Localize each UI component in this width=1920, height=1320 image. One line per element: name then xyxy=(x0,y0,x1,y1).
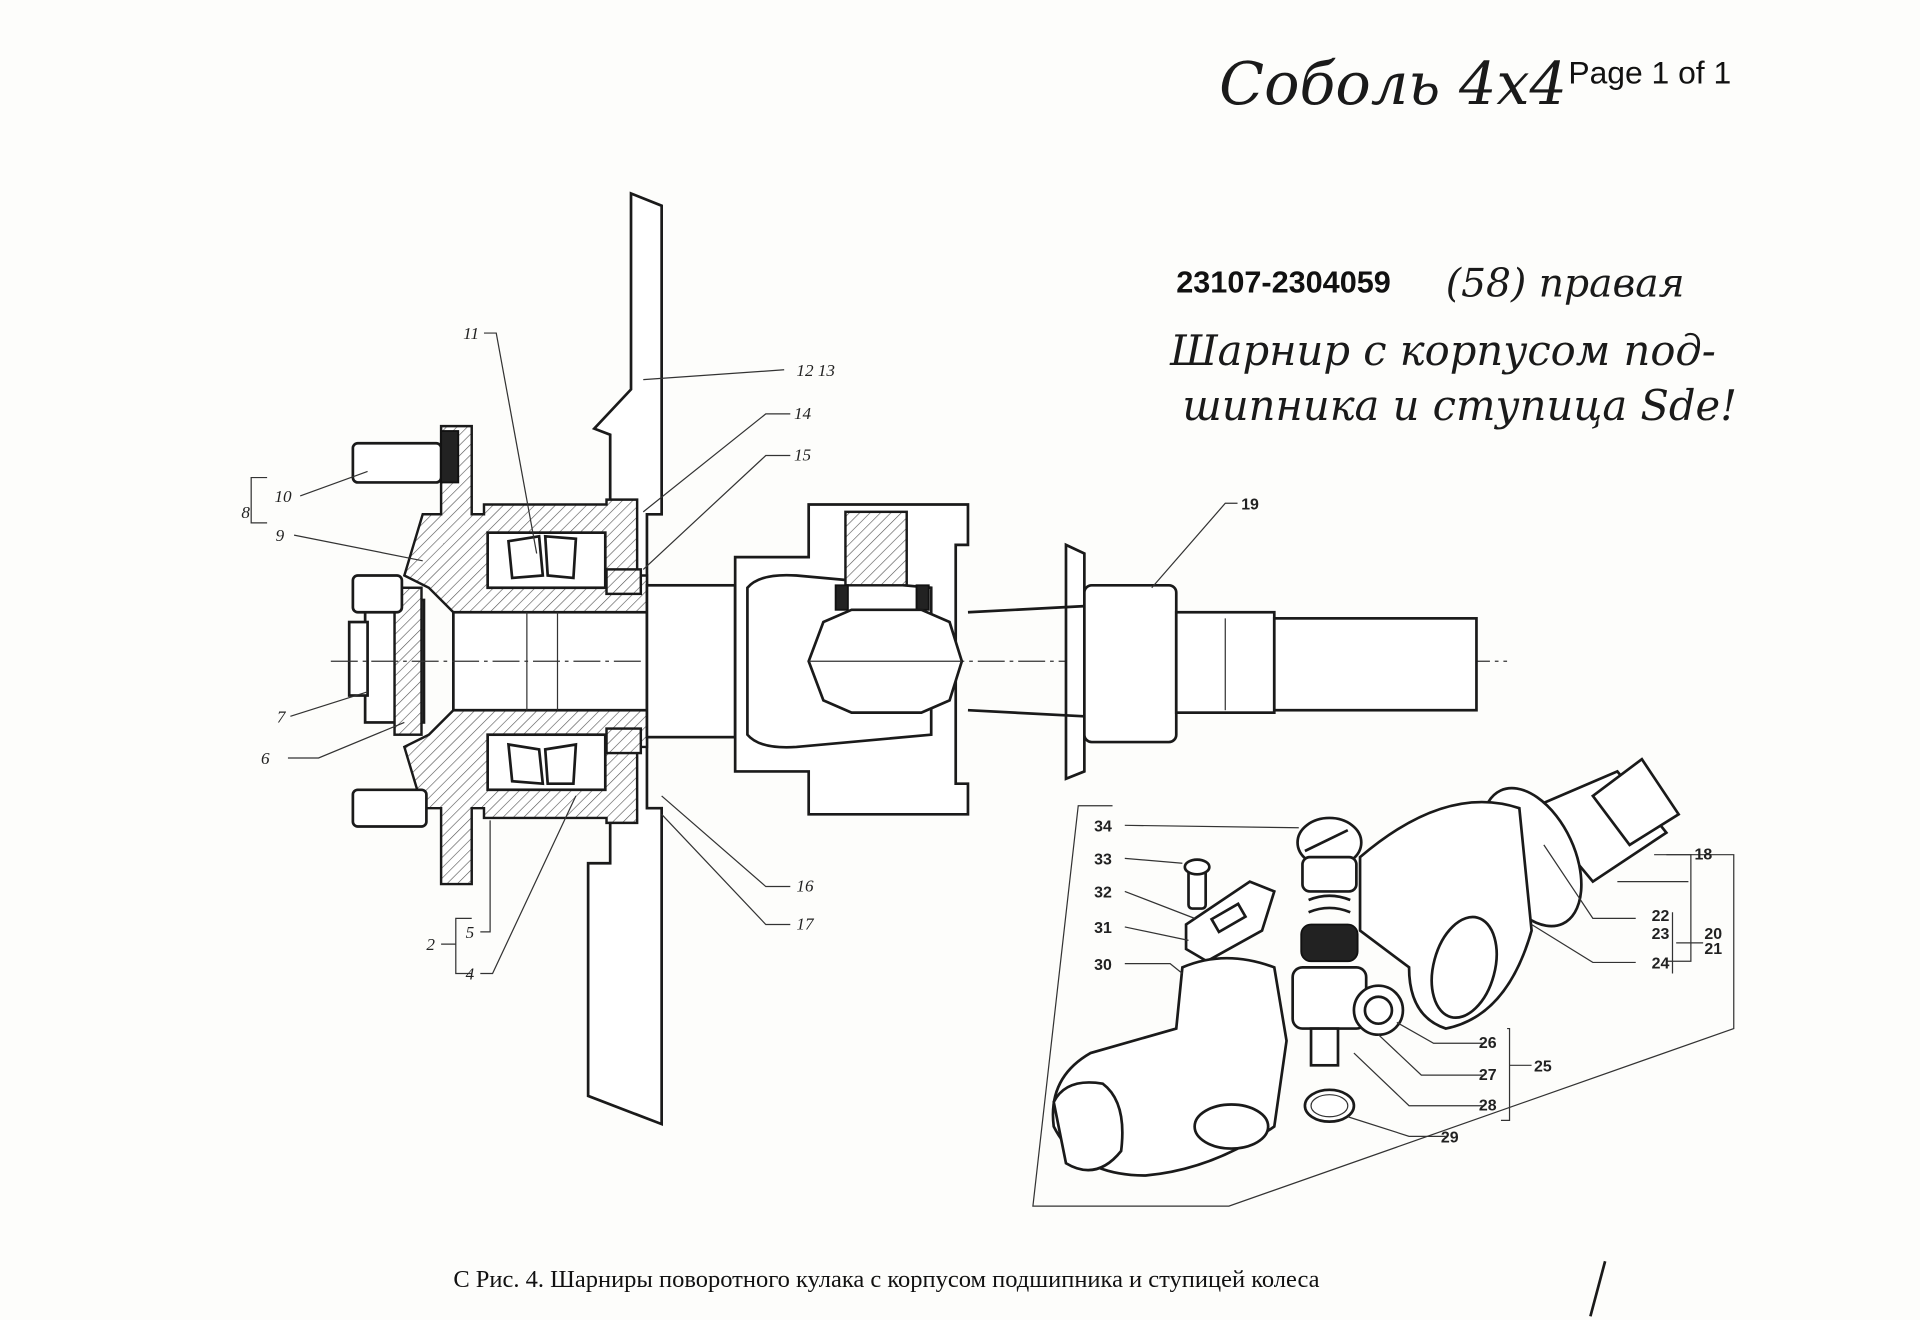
needle-bearing-cup xyxy=(844,510,908,587)
label-8: 8 xyxy=(241,503,250,522)
label-12-13: 12 13 xyxy=(796,361,835,380)
label-26: 26 xyxy=(1479,1035,1497,1052)
label-32: 32 xyxy=(1094,885,1112,902)
knuckle-end xyxy=(1052,1081,1124,1172)
label-21: 21 xyxy=(1704,941,1722,958)
exploded-view-frame xyxy=(1032,805,1735,1207)
label-14: 14 xyxy=(794,404,812,423)
label-19: 19 xyxy=(1241,496,1259,513)
section-view-hub-assembly xyxy=(330,191,1508,1127)
page-indicator: Page 1 of 1 xyxy=(1568,54,1731,90)
spacer-ring-lower xyxy=(605,727,643,755)
section-view-labels: 11 12 13 14 15 10 8 9 19 7 6 16 17 2 5 4 xyxy=(241,324,1259,983)
label-27: 27 xyxy=(1479,1067,1497,1084)
exploded-view-knuckle-joint xyxy=(1032,757,1735,1207)
handwritten-model-note: Соболь 4х4 xyxy=(1219,49,1567,118)
joint-fork xyxy=(746,573,933,749)
label-11: 11 xyxy=(463,324,479,343)
label-9: 9 xyxy=(276,526,285,545)
wheel-stud-upper xyxy=(351,441,443,484)
axle-flange xyxy=(1064,542,1086,781)
label-22: 22 xyxy=(1652,908,1670,925)
label-29: 29 xyxy=(1441,1129,1459,1146)
wheel-stud-lower xyxy=(351,788,428,828)
label-18: 18 xyxy=(1695,847,1713,864)
part-number: 23107-2304059 xyxy=(1176,266,1391,300)
label-23: 23 xyxy=(1652,926,1670,943)
label-17: 17 xyxy=(796,914,815,933)
exploded-leader-lines xyxy=(1124,824,1704,1137)
label-20: 20 xyxy=(1704,926,1722,943)
label-5: 5 xyxy=(466,923,475,942)
bearing-rollers xyxy=(506,534,578,786)
label-25: 25 xyxy=(1534,1058,1552,1075)
label-34: 34 xyxy=(1094,818,1112,835)
exploded-view-labels: 34 33 32 31 30 18 22 23 24 20 21 26 27 2… xyxy=(1094,818,1722,1146)
label-7: 7 xyxy=(277,707,287,726)
label-28: 28 xyxy=(1479,1098,1497,1115)
axle-collar xyxy=(1083,583,1178,744)
handwritten-desc-line1: Шарнир с корпусом под- xyxy=(1169,326,1716,375)
label-2: 2 xyxy=(426,935,435,954)
section-leader-lines xyxy=(250,332,1238,975)
label-4: 4 xyxy=(466,965,475,984)
pen-stroke-mark xyxy=(1589,1260,1607,1317)
label-24: 24 xyxy=(1652,956,1670,973)
label-6: 6 xyxy=(261,749,270,768)
nut-cap xyxy=(347,620,369,697)
figure-caption: С Рис. 4. Шарниры поворотного кулака с к… xyxy=(453,1266,1319,1293)
handwritten-desc-line2: шипника и ступица Sde! xyxy=(1182,381,1737,430)
axle-shaft-end xyxy=(1272,617,1478,712)
yoke-eye xyxy=(1430,915,1498,1019)
spring-coils xyxy=(1308,894,1351,914)
label-31: 31 xyxy=(1094,920,1112,937)
label-30: 30 xyxy=(1094,957,1112,974)
label-15: 15 xyxy=(794,445,812,464)
label-33: 33 xyxy=(1094,851,1112,868)
wheel-stud-mid xyxy=(351,574,404,614)
spacer-ring-upper xyxy=(605,568,643,596)
label-10: 10 xyxy=(274,487,292,506)
knuckle-eye xyxy=(1193,1103,1270,1150)
label-16: 16 xyxy=(796,876,814,895)
drive-shaft-neck xyxy=(645,583,737,739)
handwritten-qty-side: (58) правая xyxy=(1446,261,1685,306)
